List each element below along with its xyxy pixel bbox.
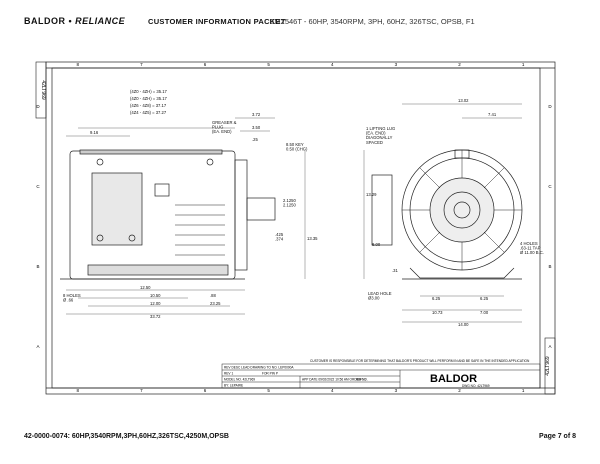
svg-text:42LT969: 42LT969 [40, 80, 46, 100]
svg-text:7.41: 7.41 [488, 112, 497, 117]
column-label: 3 [395, 388, 398, 393]
motor-drawing: 8 8 7 7 6 6 5 5 4 4 3 3 2 2 1 1 D D C C B B A A 42LT969 42LT96… [35, 61, 556, 395]
title-block: CUSTOMER IS RESPONSIBLE FOR DETERMINING … [221, 359, 541, 389]
svg-text:REV 1: REV 1 [224, 372, 233, 376]
footer-left: 42-0000-0074: 60HP,3540RPM,3PH,60HZ,326T… [24, 433, 229, 440]
packet-title: CUSTOMER INFORMATION PACKET [148, 17, 286, 26]
svg-text:23.25: 23.25 [210, 301, 221, 306]
svg-text:3.72: 3.72 [252, 112, 261, 117]
column-label: 3 [395, 62, 398, 67]
model-line: CEM2546T - 60HP, 3540RPM, 3PH, 60HZ, 326… [264, 17, 475, 26]
svg-text:6.25: 6.25 [432, 296, 441, 301]
column-label: 1 [522, 388, 525, 393]
side-view [60, 149, 276, 280]
page-number: Page 7 of 8 [539, 433, 576, 440]
row-labels: D D C C B B A A [36, 104, 552, 349]
column-label: 8 [77, 62, 80, 67]
end-view [371, 149, 523, 280]
column-label: 4 [331, 62, 334, 67]
column-label: 6 [204, 388, 207, 393]
svg-text:MODEL NO. 42LT969: MODEL NO. 42LT969 [224, 378, 255, 382]
svg-text:3.50: 3.50 [252, 125, 261, 130]
row-label: C [36, 184, 40, 189]
svg-text:13.35: 13.35 [307, 236, 318, 241]
svg-text:9.16: 9.16 [90, 130, 99, 135]
column-label: 7 [140, 388, 143, 393]
row-label: C [548, 184, 552, 189]
svg-text:33.72: 33.72 [150, 314, 161, 319]
column-label: 6 [204, 62, 207, 67]
svg-text:.31: .31 [392, 268, 398, 273]
row-label: B [548, 264, 551, 269]
row-label: B [36, 264, 39, 269]
svg-text:(4Z0 - 4ZH) = 35.17: (4Z0 - 4ZH) = 35.17 [130, 96, 168, 101]
svg-text:12.00: 12.00 [150, 301, 161, 306]
svg-text:(4Z0 - 4ZH) = 35.17: (4Z0 - 4ZH) = 35.17 [130, 89, 168, 94]
svg-text:GREASER &PLUG(EA. END): GREASER &PLUG(EA. END) [212, 120, 237, 134]
svg-text:13.29: 13.29 [366, 192, 377, 197]
column-label: 8 [77, 388, 80, 393]
column-label: 5 [267, 62, 270, 67]
svg-text:10.50: 10.50 [150, 293, 161, 298]
row-label: A [36, 344, 39, 349]
svg-text:6.25: 6.25 [480, 296, 489, 301]
row-label: D [548, 104, 552, 109]
svg-text:CUSTOMER IS RESPONSIBLE FOR DE: CUSTOMER IS RESPONSIBLE FOR DETERMINING … [310, 359, 530, 363]
svg-text:8.00: 8.00 [372, 242, 381, 247]
svg-text:.25: .25 [252, 137, 258, 142]
svg-text:FOR PIN P: FOR PIN P [262, 372, 278, 376]
column-label: 1 [522, 62, 525, 67]
svg-text:BY: LEPAIRE: BY: LEPAIRE [224, 384, 243, 388]
baldor-logo: BALDOR [430, 373, 477, 385]
svg-text:7.00: 7.00 [480, 310, 489, 315]
svg-text:REF: 1: REF: 1 [356, 378, 366, 382]
side-tag: 42LT969 42LT969 [35, 61, 556, 395]
svg-text:(4Z6 - 4Z8) = 37.17: (4Z6 - 4Z8) = 37.17 [130, 103, 167, 108]
column-label: 2 [458, 388, 461, 393]
svg-text:12.50: 12.50 [140, 285, 151, 290]
svg-text:APP DATE 09/02/2022 10:56 AM: APP DATE 09/02/2022 10:56 AM ORDER NO. [302, 378, 368, 382]
row-label: A [548, 344, 551, 349]
column-label: 4 [331, 388, 334, 393]
header: BALDOR • RELIANCE CUSTOMER INFORMATION P… [0, 0, 600, 44]
svg-text:REV DESC LEAD DRAWING TO NO: REV DESC LEAD DRAWING TO NO. LEP0000A [224, 366, 294, 370]
svg-text:.88: .88 [210, 293, 216, 298]
column-label: 7 [140, 62, 143, 67]
svg-text:42LT969: 42LT969 [545, 356, 551, 376]
row-label: D [36, 104, 40, 109]
svg-text:14.00: 14.00 [458, 322, 469, 327]
column-labels: 8 8 7 7 6 6 5 5 4 4 3 3 2 2 1 1 [77, 62, 525, 393]
svg-text:13.02: 13.02 [458, 98, 469, 103]
svg-text:.425.374: .425.374 [275, 232, 284, 242]
column-label: 5 [267, 388, 270, 393]
frame-border [45, 61, 556, 395]
column-label: 2 [458, 62, 461, 67]
svg-text:(4Z4 - 4Z5) = 37.27: (4Z4 - 4Z5) = 37.27 [130, 110, 167, 115]
brand-logo: BALDOR • RELIANCE [24, 16, 126, 26]
svg-text:10.73: 10.73 [432, 310, 443, 315]
svg-text:DWG NO. 42LT969: DWG NO. 42LT969 [462, 384, 490, 388]
